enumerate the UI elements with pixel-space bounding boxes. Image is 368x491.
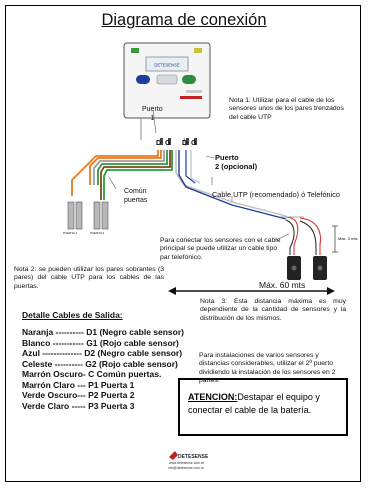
comun-puertas-label: Común puertas: [124, 188, 148, 204]
terminal-label: D: [182, 140, 188, 147]
utp-cables: [175, 150, 287, 220]
puerta-1-label: PUERTA 1: [63, 231, 78, 235]
terminal-label: G: [191, 140, 197, 147]
detesense-logo: [169, 451, 178, 460]
page-frame: [5, 5, 361, 482]
device-display-button[interactable]: [156, 74, 178, 85]
footer-web: www.detesense.com.ar: [169, 461, 205, 465]
nota-2: Nota 2: se pueden utilizar los pares sob…: [14, 266, 164, 290]
device-led-icon: [131, 48, 139, 53]
cable-blanco: [93, 150, 165, 185]
footer-brand: DETESENSE: [178, 454, 209, 460]
max-60-mts-label: Máx. 60 mts: [259, 280, 306, 290]
nota-1: Nota 1: Utilizar para el cable de los se…: [229, 97, 344, 121]
detalle-row: Azul -------------- D2 (Negro cable sens…: [22, 348, 183, 358]
cable-verde-2: [103, 150, 173, 200]
detalle-cables-list: Naranja ---------- D1 (Negro cable senso…: [22, 327, 184, 411]
detalle-row: Marrón Claro --- P1 Puerta 1: [22, 379, 135, 390]
door-cables: [71, 150, 173, 200]
cable-utp-label: Cable UTP (recomendado) ó Telefónico: [212, 190, 340, 199]
cable-verde: [97, 150, 168, 185]
door-sensor-icon: [67, 201, 83, 230]
device-reset-button[interactable]: [182, 75, 196, 84]
puerto-2-label: Puerto 2 (opcional): [215, 153, 258, 171]
device-screen: [145, 56, 189, 72]
nota-3: Nota 3: Esta distancia máxima es muy dep…: [200, 298, 346, 322]
atencion-box: ATENCION:Destapar el equipo y conectar e…: [178, 378, 348, 436]
cable-naranja: [89, 150, 162, 185]
max-3-mts-label: Máx. 3 mts: [338, 236, 358, 241]
motion-sensor-icon: [313, 256, 327, 280]
puerto-1-label: Puerto 1: [142, 106, 163, 122]
terminal-label: D: [156, 140, 162, 147]
detalle-row: Marrón Oscuro- C Común puertas.: [22, 369, 162, 379]
cable-marron: [100, 150, 171, 200]
device-label-strip: [186, 90, 202, 93]
cable-naranja-2: [71, 150, 159, 196]
motion-sensor-icon: [287, 256, 301, 280]
atencion-heading: ATENCION:: [188, 392, 238, 402]
page-title: Diagrama de conexión: [101, 11, 267, 29]
footer-mail: info@detesense.com.ar: [168, 466, 204, 470]
device-test-button[interactable]: [136, 75, 150, 84]
terminal-label: G: [165, 140, 171, 147]
puerta-2-label: PUERTA 2: [90, 231, 105, 235]
device-led-icon: [194, 48, 202, 53]
puerto-pointer: [152, 109, 157, 134]
door-sensor-icon: [93, 201, 109, 230]
device-screen-text: DETESENSE: [154, 63, 180, 68]
detalle-row: Blanco ----------- G1 (Rojo cable sensor…: [22, 337, 179, 348]
detalle-heading: Detalle Cables de Salida:: [22, 310, 123, 320]
detalle-row: Verde Oscuro--- P2 Puerta 2: [22, 390, 135, 400]
atencion-text: Destapar el equipo y conectar el cable d…: [188, 392, 320, 415]
sensor-wires: [280, 216, 321, 255]
detalle-row: Verde Claro ----- P3 Puerta 3: [22, 400, 135, 411]
nota-instalaciones: Para instalaciones de varios sensores y …: [199, 352, 336, 384]
nota-conectar-sensores: Para conectar los sensores con el cable …: [160, 237, 281, 261]
detalle-row: Naranja ---------- D1 (Negro cable senso…: [22, 327, 184, 337]
device-label-strip: [180, 96, 202, 99]
detalle-row: Celeste ---------- G2 (Rojo cable sensor…: [22, 358, 178, 369]
